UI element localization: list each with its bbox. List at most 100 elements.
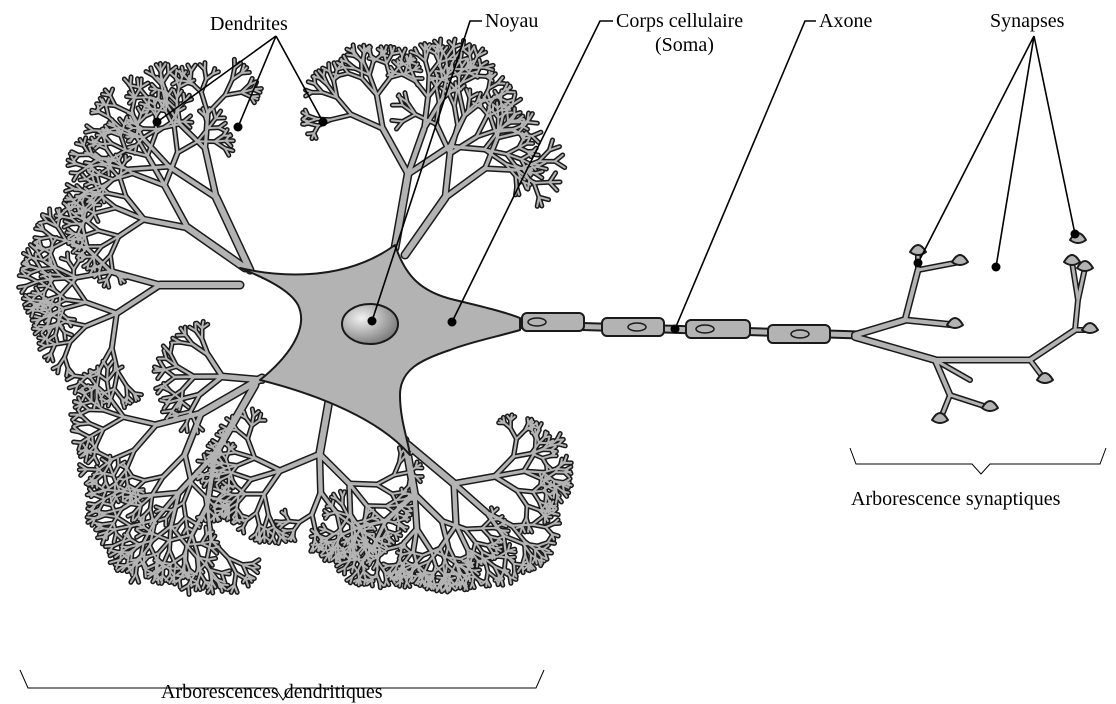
branch-segment: [91, 192, 97, 193]
branch-segment: [32, 300, 44, 301]
branch-segment: [104, 105, 115, 106]
branch-segment: [80, 423, 89, 424]
branch-segment: [318, 546, 319, 550]
branch-segment: [409, 61, 410, 70]
branch-segment: [103, 417, 124, 429]
branch-segment: [386, 505, 399, 506]
branch-segment: [101, 398, 102, 405]
branch-segment: [32, 320, 39, 321]
branch-segment: [190, 71, 191, 81]
branch-segment: [50, 209, 51, 217]
branch-segment: [428, 75, 429, 97]
branch-segment: [182, 67, 183, 74]
branch-segment: [135, 425, 157, 450]
branch-segment: [197, 557, 198, 567]
branch-segment: [363, 52, 364, 62]
branch-segment: [186, 518, 187, 528]
branch-segment: [216, 511, 222, 512]
branch-segment: [276, 522, 282, 523]
branch-segment: [120, 277, 121, 283]
branch-segment: [43, 316, 50, 317]
branch-segment: [409, 55, 410, 61]
branch-segment: [267, 530, 268, 536]
branch-segment: [219, 504, 229, 505]
branch-segment: [127, 386, 128, 397]
branch-segment: [118, 372, 127, 386]
branch-segment: [145, 569, 146, 576]
branch-segment: [485, 168, 517, 170]
branch-segment: [169, 526, 171, 550]
branch-segment: [119, 219, 144, 236]
branch-segment: [465, 528, 482, 529]
branch-segment: [35, 238, 42, 239]
branch-segment: [369, 46, 370, 53]
branch-segment: [337, 98, 351, 115]
branch-segment: [29, 295, 36, 296]
branch-segment: [93, 130, 105, 131]
branch-segment: [489, 105, 490, 118]
branch-segment: [377, 485, 393, 494]
branch-segment: [215, 479, 221, 480]
branch-segment: [231, 475, 232, 480]
branch-segment: [329, 64, 330, 72]
branch-segment: [65, 332, 66, 339]
branch-segment: [208, 558, 216, 559]
branch-segment: [403, 493, 409, 494]
branch-segment: [255, 458, 281, 470]
branch-segment: [258, 535, 259, 541]
branch-segment: [315, 530, 316, 541]
branch-segment: [383, 129, 408, 174]
branch-segment: [53, 277, 77, 278]
branch-segment: [320, 454, 350, 483]
branch-segment: [197, 567, 198, 574]
branch-segment: [67, 368, 68, 376]
branch-segment: [456, 83, 457, 93]
branch-segment: [117, 552, 129, 553]
branch-segment: [527, 122, 537, 123]
branch-segment: [320, 454, 321, 492]
branch-segment: [452, 63, 453, 69]
branch-segment: [440, 39, 441, 47]
branch-segment: [59, 295, 60, 311]
branch-segment: [222, 377, 262, 380]
branch-segment: [74, 442, 81, 443]
branch-segment: [162, 411, 172, 412]
branch-segment: [85, 163, 91, 164]
branch-segment: [88, 504, 95, 505]
branch-segment: [89, 493, 95, 494]
branch-segment: [92, 437, 93, 444]
branch-segment: [19, 286, 27, 287]
branch-segment: [285, 510, 286, 515]
branch-segment: [135, 97, 147, 98]
branch-segment: [191, 579, 192, 586]
branch-segment: [196, 424, 197, 433]
branch-segment: [232, 416, 233, 422]
branch-segment: [86, 302, 117, 313]
branch-segment: [168, 65, 169, 74]
branch-segment: [281, 521, 289, 522]
branch-segment: [282, 530, 287, 531]
branch-segment: [324, 70, 325, 76]
branch-segment: [453, 47, 454, 58]
branch-segment: [87, 517, 95, 518]
branch-segment: [186, 544, 201, 545]
branch-segment: [280, 454, 319, 470]
branch-segment: [45, 305, 54, 306]
branch-segment: [498, 108, 499, 117]
branch-segment: [87, 469, 99, 470]
branch-segment: [476, 76, 486, 77]
branch-segment: [222, 432, 223, 437]
branch-segment: [77, 202, 78, 211]
branch-segment: [405, 198, 445, 255]
branch-segment: [186, 545, 187, 561]
branch-segment: [377, 77, 391, 95]
branch-segment: [392, 120, 403, 121]
branch-segment: [71, 173, 78, 174]
branch-segment: [210, 570, 211, 581]
branch-segment: [117, 285, 160, 313]
branch-segment: [211, 541, 218, 542]
branch-segment: [397, 499, 405, 500]
branch-segment: [58, 311, 59, 322]
branch-segment: [349, 484, 350, 514]
